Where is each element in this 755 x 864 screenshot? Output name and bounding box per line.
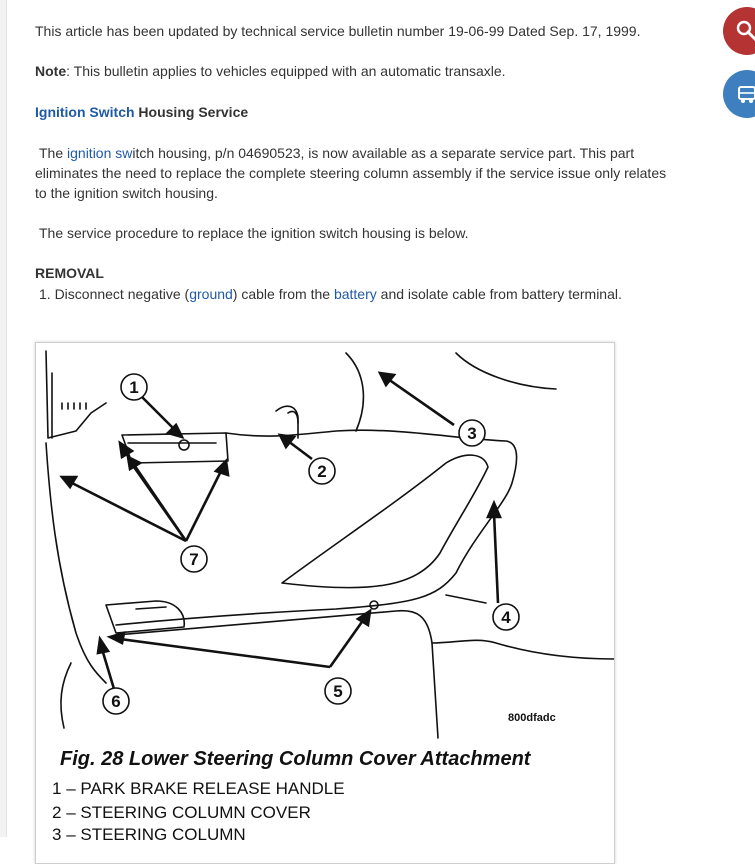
para2: The service procedure to replace the ign… [39, 225, 469, 241]
note-label: Note [35, 63, 67, 79]
figure-steering-column-cover: 1 2 3 4 5 6 7 800dfadc Fig. 28 Lower Ste… [35, 342, 615, 864]
para1-line1: The ignition switch housing, p/n 0469052… [39, 145, 635, 161]
legend-item: 2 – STEERING COLUMN COVER [52, 803, 311, 822]
wrench-icon [736, 20, 755, 42]
para1-line3: to the ignition switch housing. [35, 185, 218, 201]
figure-code: 800dfadc [508, 712, 556, 724]
callout-label-3: 3 [467, 424, 476, 443]
ground-link[interactable]: ground [189, 286, 233, 302]
left-margin-rule [0, 0, 7, 837]
legend-item: 3 – STEERING COLUMN [52, 825, 246, 844]
note-text: : This bulletin applies to vehicles equi… [66, 63, 506, 79]
callout-4 [492, 603, 520, 631]
callout-2 [308, 457, 336, 485]
note-paragraph: Note: This bulletin applies to vehicles … [35, 61, 506, 81]
callout-6 [102, 687, 130, 715]
callout-label-1: 1 [129, 378, 138, 397]
section-heading: Ignition Switch Housing Service [35, 102, 248, 122]
vehicle-button[interactable] [723, 70, 755, 118]
callout-5 [324, 677, 352, 705]
heading-rest: Housing Service [134, 104, 249, 120]
service-wrench-button[interactable] [723, 7, 755, 55]
callout-7 [180, 545, 208, 573]
callout-1 [120, 373, 148, 401]
removal-title: REMOVAL [35, 265, 104, 281]
para1-line2: eliminates the need to replace the compl… [35, 165, 667, 181]
callout-3 [458, 419, 486, 447]
callout-label-2: 2 [317, 462, 326, 481]
callout-label-6: 6 [111, 692, 120, 711]
callout-label-5: 5 [333, 682, 342, 701]
removal-step-1: 1. Disconnect negative (ground) cable fr… [39, 286, 622, 302]
ignition-switch-link[interactable]: Ignition Switch [35, 104, 135, 120]
legend-item: 1 – PARK BRAKE RELEASE HANDLE [52, 779, 345, 798]
figure-caption: Fig. 28 Lower Steering Column Cover Atta… [60, 748, 531, 770]
figure-line-drawing: 1 2 3 4 5 6 7 [45, 350, 614, 739]
bulletin-text: This article has been updated by technic… [35, 23, 641, 39]
ignition-link[interactable]: ignition sw [67, 145, 133, 161]
car-icon [738, 86, 755, 103]
callout-label-7: 7 [189, 550, 198, 569]
callout-label-4: 4 [501, 608, 511, 627]
battery-link[interactable]: battery [333, 286, 377, 302]
